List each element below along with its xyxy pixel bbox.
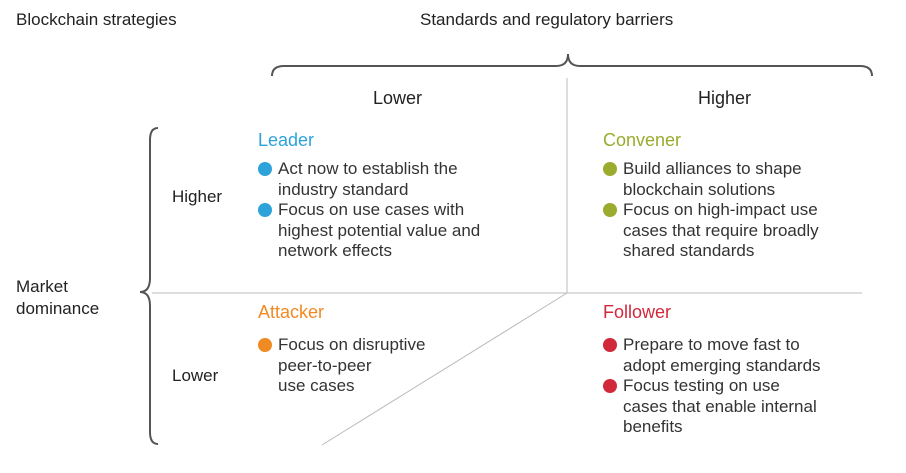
row-header-lower: Lower [172, 366, 219, 385]
bullet-dot-icon [603, 203, 617, 217]
quadrant-title: Leader [258, 130, 315, 150]
row-brace [139, 127, 159, 445]
list-item: Act now to establish the industry standa… [258, 159, 558, 200]
quadrant-attacker: Attacker Focus on disruptive peer-to-pee… [258, 302, 518, 397]
bullet-dot-icon [258, 203, 272, 217]
bullet-dot-icon [603, 379, 617, 393]
list-item: Focus on high-impact use cases that requ… [603, 200, 893, 262]
column-axis-title: Standards and regulatory barriers [420, 10, 674, 29]
list-item: Focus testing on use cases that enable i… [603, 376, 893, 438]
row-axis-title: Market dominance [16, 277, 100, 318]
list-item: Focus on disruptive peer-to-peer use cas… [258, 335, 518, 397]
quadrant-title: Follower [603, 302, 672, 322]
column-header-lower: Lower [373, 88, 423, 108]
column-brace [271, 53, 873, 77]
diagram-title: Blockchain strategies [16, 10, 177, 29]
quadrant-follower: Follower Prepare to move fast to adopt e… [603, 302, 893, 438]
quadrant-title: Attacker [258, 302, 325, 322]
list-item: Focus on use cases with highest potentia… [258, 200, 558, 262]
list-item: Prepare to move fast to adopt emerging s… [603, 335, 893, 376]
list-item: Build alliances to shape blockchain solu… [603, 159, 893, 200]
diagonal-divider [321, 292, 568, 446]
bullet-dot-icon [603, 338, 617, 352]
row-header-higher: Higher [172, 187, 223, 206]
bullet-dot-icon [603, 162, 617, 176]
column-header-higher: Higher [698, 88, 752, 108]
quadrant-leader: Leader Act now to establish the industry… [258, 130, 558, 262]
quadrant-convener: Convener Build alliances to shape blockc… [603, 130, 893, 262]
bullet-dot-icon [258, 162, 272, 176]
quadrant-title: Convener [603, 130, 682, 150]
bullet-dot-icon [258, 338, 272, 352]
